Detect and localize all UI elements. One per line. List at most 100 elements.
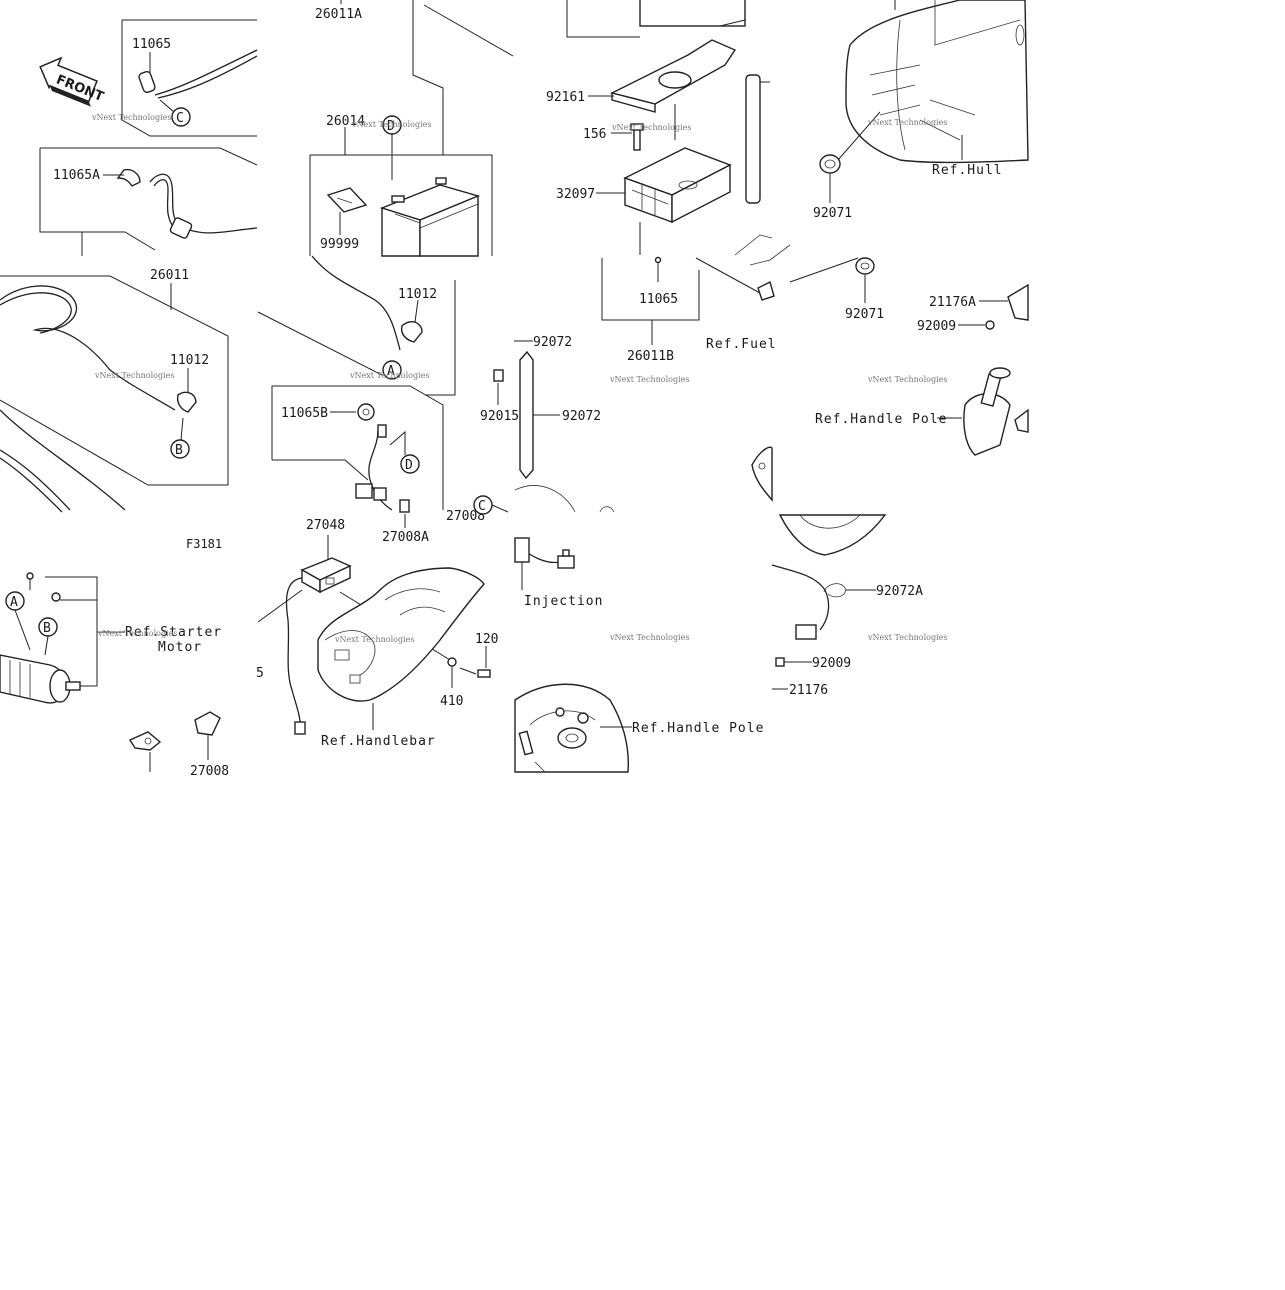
part-label-27048: 27048 [306, 518, 345, 533]
grommet-92071-top [819, 154, 841, 174]
hull-section [845, 0, 1029, 164]
part-label-11012-left: 11012 [170, 353, 209, 368]
connector-27008 [355, 483, 373, 499]
connector-26011 [169, 217, 193, 239]
part-label-5: 5 [256, 666, 264, 681]
part-label-99999: 99999 [320, 237, 359, 252]
watermark: vNext Technologies [867, 118, 947, 127]
handlebar-cover [317, 567, 485, 702]
part-label-410: 410 [440, 694, 463, 709]
nut-starter [51, 592, 61, 602]
part-label-92161: 92161 [546, 90, 585, 105]
watermark: vNext Technologies [867, 375, 947, 384]
cap-27008A [399, 499, 410, 513]
hull-panel: Ref.Hull 92071 92071 21176A 92009 Ref.Ha… [751, 0, 1029, 502]
part-label-11065-top: 11065 [132, 37, 171, 52]
bolt-92009 [775, 657, 785, 667]
part-label-92009-bottom: 92009 [812, 656, 851, 671]
battery [379, 177, 481, 257]
ref-handle-pole-bottom: Ref.Handle Pole [632, 721, 764, 736]
callout-b-bottom: B [43, 621, 51, 636]
part-label-11012-mid: 11012 [398, 287, 437, 302]
watermark: vNext Technologies [349, 371, 429, 380]
part-label-92072-mid: 92072 [562, 409, 601, 424]
part-label-92015: 92015 [480, 409, 519, 424]
part-label-92072-top: 92072 [533, 335, 572, 350]
ref-injection: Injection [524, 594, 603, 609]
part-label-26014: 26014 [326, 114, 365, 129]
part-label-26011: 26011 [150, 268, 189, 283]
ref-handlebar: Ref.Handlebar [321, 734, 436, 749]
grommet-92071-mid [855, 257, 875, 275]
clip-92015 [493, 369, 504, 382]
watermark: vNext Technologies [609, 375, 689, 384]
part-label-11065A: 11065A [53, 168, 100, 183]
part-label-11065-center: 11065 [639, 292, 678, 307]
watermark: vNext Technologies [867, 633, 947, 642]
watermark: vNext Technologies [94, 371, 174, 380]
watermark: vNext Technologies [609, 633, 689, 642]
injection-connector [514, 537, 530, 563]
terminal-cover-11065A [116, 168, 141, 187]
callout-c-top: C [176, 111, 184, 126]
callout-b-left: B [175, 443, 183, 458]
part-label-21176: 21176 [789, 683, 828, 698]
part-label-120: 120 [475, 632, 498, 647]
part-label-11065B: 11065B [281, 406, 328, 421]
label-sheet-99999 [326, 187, 368, 213]
battery-box-32097 [623, 147, 732, 224]
callout-a-mid: A [387, 364, 395, 379]
terminal-cap-11065B [357, 403, 375, 421]
bottom-right-panel: 92072A 92009 21176 vNext Technologies [771, 514, 947, 698]
part-label-92009-top: 92009 [917, 319, 956, 334]
strap-92072 [519, 350, 534, 480]
ref-handle-pole-top: Ref.Handle Pole [815, 412, 947, 427]
starter-panel: F3181 A B Ref.Starter Motor 27008 vNext … [0, 537, 229, 779]
figure-code: F3181 [186, 537, 222, 551]
ref-starter-2: Motor [158, 640, 202, 655]
injection-panel: Injection Ref.Handle Pole vNext Technolo… [514, 537, 764, 773]
watermark: vNext Technologies [351, 120, 431, 129]
sensor-connector [795, 624, 817, 640]
part-label-27008-mid: 27008 [446, 509, 485, 524]
strap [745, 74, 761, 204]
part-label-92071-top: 92071 [813, 206, 852, 221]
handle-pole-base [514, 683, 630, 773]
bolt-starter [26, 572, 34, 580]
watermark: vNext Technologies [334, 635, 414, 644]
callout-c-mid: C [478, 499, 486, 514]
bolt-120 [477, 669, 491, 678]
terminal-boot-11012-mid [400, 321, 423, 343]
part-label-156: 156 [583, 127, 606, 142]
part-label-27008-bottom: 27008 [190, 764, 229, 779]
part-label-92071-mid: 92071 [845, 307, 884, 322]
battery-panel: 26011A 26014 D 99999 11012 [257, 0, 514, 545]
watermark: vNext Technologies [611, 123, 691, 132]
callout-d-top: D [387, 119, 395, 134]
part-label-32097: 32097 [556, 187, 595, 202]
terminal-cap-11065 [138, 70, 156, 94]
front-arrow-icon: FRONT [39, 56, 106, 107]
watermark: vNext Technologies [97, 629, 177, 638]
starter-motor [0, 654, 81, 704]
part-label-26011A: 26011A [315, 7, 362, 22]
part-label-21176A: 21176A [929, 295, 976, 310]
watermark: vNext Technologies [91, 113, 171, 122]
ref-hull: Ref.Hull [932, 163, 1003, 178]
handle-pole [963, 367, 1029, 456]
part-label-27008A: 27008A [382, 530, 429, 545]
callout-a-bottom: A [10, 595, 18, 610]
handlebar-panel: 27048 5 Ref.Handlebar 410 120 vNext Tec [256, 518, 498, 749]
ref-starter-1: Ref.Starter [125, 625, 222, 640]
switch-27008 [194, 711, 221, 736]
left-panel: FRONT 11065 C 11065A 26011 11012 B vN [0, 19, 258, 513]
ref-fuel: Ref.Fuel [706, 337, 777, 352]
relay-27048 [300, 557, 352, 594]
tray-panel: 92161 156 32097 11065 26011B [480, 0, 859, 513]
terminal-boot-11012-left [176, 391, 197, 413]
callout-d-mid: D [405, 458, 413, 473]
washer-410 [447, 657, 457, 667]
part-label-92072A: 92072A [876, 584, 923, 599]
